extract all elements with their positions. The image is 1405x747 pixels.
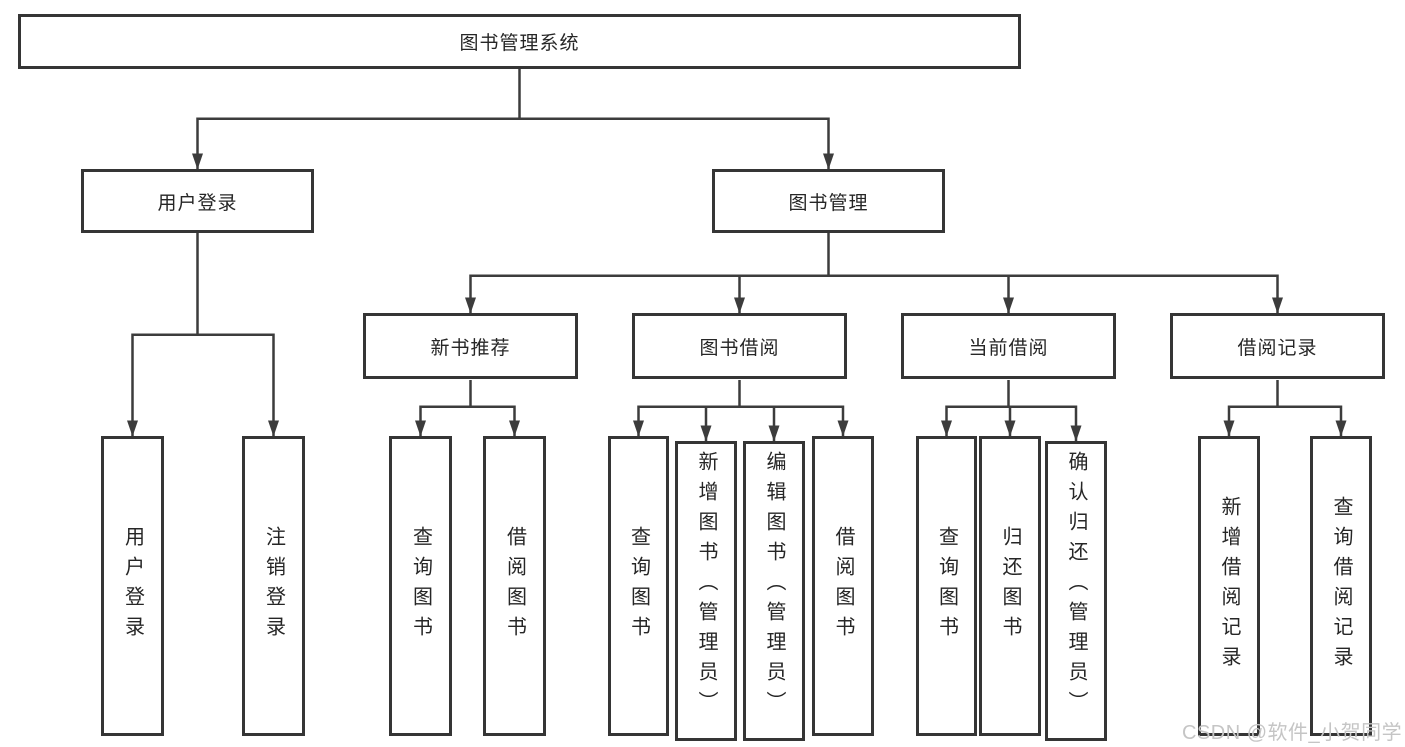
leaf-borrow-books-borrowing: 借阅图书 [812, 436, 874, 736]
node-root: 图书管理系统 [18, 14, 1021, 69]
leaf-borrow-books-recommend: 借阅图书 [483, 436, 546, 736]
leaf-edit-books-admin: 编辑图书（管理员） [743, 441, 805, 741]
leaf-add-borrow-record-label: 新增借阅记录 [1218, 496, 1240, 676]
leaf-add-books-admin: 新增图书（管理员） [675, 441, 737, 741]
leaf-add-borrow-record: 新增借阅记录 [1198, 436, 1260, 736]
leaf-add-books-admin-label: 新增图书（管理员） [695, 451, 717, 721]
node-new-book-recommendation-label: 新书推荐 [430, 337, 511, 359]
node-book-borrowing: 图书借阅 [632, 313, 847, 379]
leaf-user-login-label: 用户登录 [121, 526, 144, 646]
leaf-user-login: 用户登录 [101, 436, 164, 736]
node-book-management: 图书管理 [712, 169, 945, 233]
leaf-logout: 注销登录 [242, 436, 305, 736]
leaf-return-books-label: 归还图书 [999, 526, 1021, 646]
leaf-search-books-borrowing: 查询图书 [608, 436, 669, 736]
leaf-search-books-recommend-label: 查询图书 [409, 526, 432, 646]
leaf-search-borrow-record-label: 查询借阅记录 [1330, 496, 1352, 676]
node-borrowing-records-label: 借阅记录 [1237, 337, 1318, 359]
leaf-borrow-books-borrowing-label: 借阅图书 [832, 526, 854, 646]
node-book-borrowing-label: 图书借阅 [699, 337, 780, 359]
node-current-borrowing: 当前借阅 [901, 313, 1116, 379]
leaf-search-books-current: 查询图书 [916, 436, 977, 736]
node-current-borrowing-label: 当前借阅 [968, 337, 1049, 359]
leaf-confirm-return-admin: 确认归还（管理员） [1045, 441, 1107, 741]
leaf-confirm-return-admin-label: 确认归还（管理员） [1065, 451, 1087, 721]
node-root-label: 图书管理系统 [459, 33, 580, 54]
leaf-search-books-current-label: 查询图书 [935, 526, 958, 646]
leaf-logout-label: 注销登录 [262, 526, 285, 646]
leaf-borrow-books-recommend-label: 借阅图书 [503, 526, 526, 646]
csdn-watermark: CSDN @软件_小贺同学 [1182, 722, 1403, 744]
node-user-login: 用户登录 [81, 169, 314, 233]
leaf-search-books-recommend: 查询图书 [389, 436, 452, 736]
node-book-management-label: 图书管理 [788, 192, 869, 214]
leaf-search-borrow-record: 查询借阅记录 [1310, 436, 1372, 736]
leaf-search-books-borrowing-label: 查询图书 [627, 526, 650, 646]
node-user-login-label: 用户登录 [157, 192, 238, 214]
node-borrowing-records: 借阅记录 [1170, 313, 1385, 379]
leaf-edit-books-admin-label: 编辑图书（管理员） [763, 451, 785, 721]
node-new-book-recommendation: 新书推荐 [363, 313, 578, 379]
leaf-return-books: 归还图书 [979, 436, 1041, 736]
